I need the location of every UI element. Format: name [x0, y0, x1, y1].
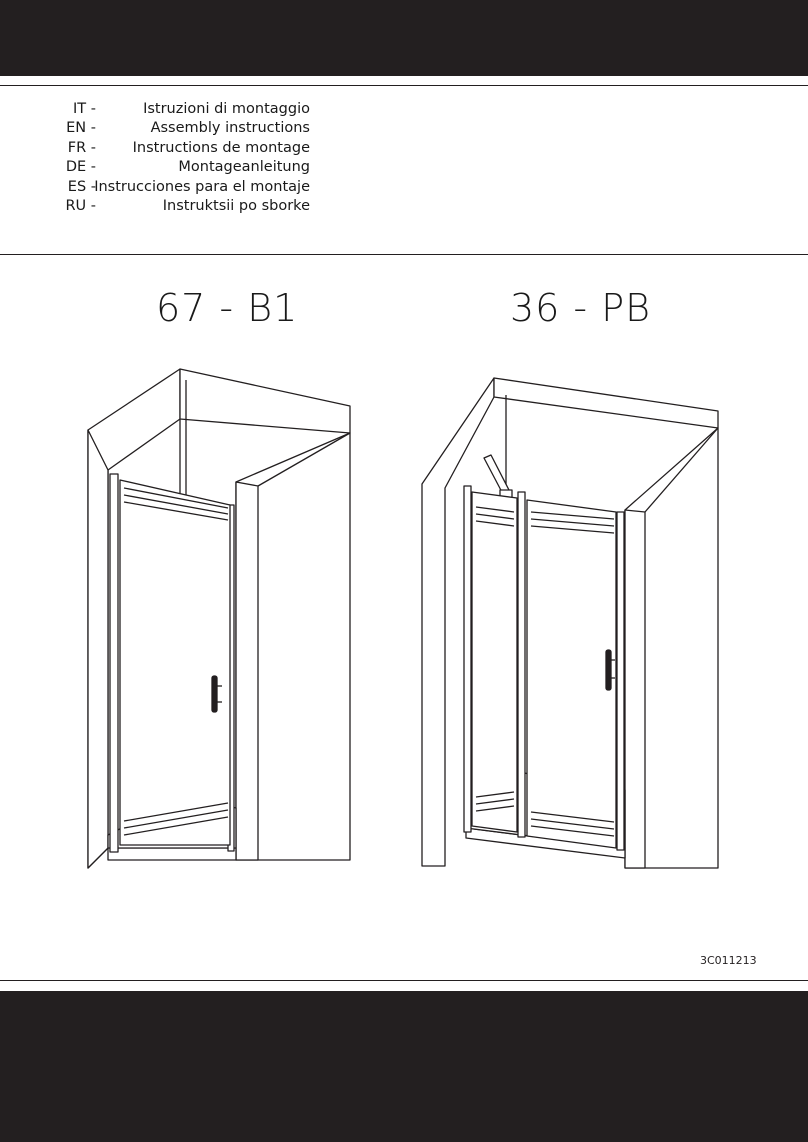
glass-decor-line [123, 816, 229, 836]
glass-decor-line [530, 511, 615, 520]
glass-decor-line [123, 802, 229, 822]
door-handle [211, 675, 218, 713]
language-code: IT - [73, 101, 96, 117]
door-profile-left [109, 473, 119, 853]
glass-decor-line [475, 513, 515, 520]
wall-back-top [179, 368, 351, 434]
door-glass [119, 479, 231, 846]
glass-decor-line [123, 494, 229, 515]
header-rule [0, 85, 808, 86]
glass-decor-line [475, 798, 515, 805]
glass-decor-line [123, 501, 229, 521]
wall-right-face [235, 481, 259, 861]
section-rule [0, 254, 808, 255]
footer-rule [0, 980, 808, 981]
language-code: ES - [67, 178, 96, 195]
glass-decor-line [475, 791, 515, 798]
shower-illustration-left [87, 368, 351, 869]
wall-right-top-edge [257, 432, 351, 487]
shower-illustration-right [421, 377, 719, 869]
glass-decor-line [530, 518, 615, 527]
wall-back-top [493, 377, 719, 429]
door-handle [605, 649, 612, 691]
language-code: EN - [66, 120, 96, 137]
language-code: DE - [65, 159, 96, 176]
glass-decor-line [475, 520, 515, 527]
door-glass [526, 499, 617, 849]
glass-decor-line [530, 818, 615, 830]
glass-decor-line [530, 525, 615, 534]
language-text: Instrucciones para el montaje [94, 178, 310, 195]
language-text: Montageanleitung [178, 159, 310, 176]
footer-band [0, 991, 808, 1142]
fixed-panel-glass [471, 491, 518, 833]
language-text: Istruzioni di montaggio [143, 101, 310, 117]
door-profile-right [616, 511, 625, 851]
fixed-panel-profile-left [463, 485, 472, 833]
fixed-panel-profile-right [517, 491, 526, 838]
glass-decor-line [123, 809, 229, 829]
language-code: FR - [67, 139, 96, 156]
model-title-left: 67 - B1 [156, 286, 299, 330]
document-code: 3C011213 [700, 954, 757, 967]
language-text: Assembly instructions [150, 120, 310, 137]
wall-right-face [624, 509, 646, 869]
language-text: Instructions de montage [132, 139, 310, 156]
wall-left-edge [87, 429, 109, 869]
glass-decor-line [475, 805, 515, 812]
model-title-right: 36 - PB [510, 286, 652, 330]
glass-decor-line [530, 825, 615, 837]
glass-decor-line [123, 487, 229, 509]
glass-decor-line [530, 811, 615, 823]
language-text: Instruktsii po sborke [162, 197, 310, 214]
language-code: RU - [65, 197, 96, 214]
glass-decor-line [475, 506, 515, 513]
header-band [0, 0, 808, 76]
shower-tray [107, 847, 237, 861]
wall-right-top-edge [644, 427, 719, 513]
